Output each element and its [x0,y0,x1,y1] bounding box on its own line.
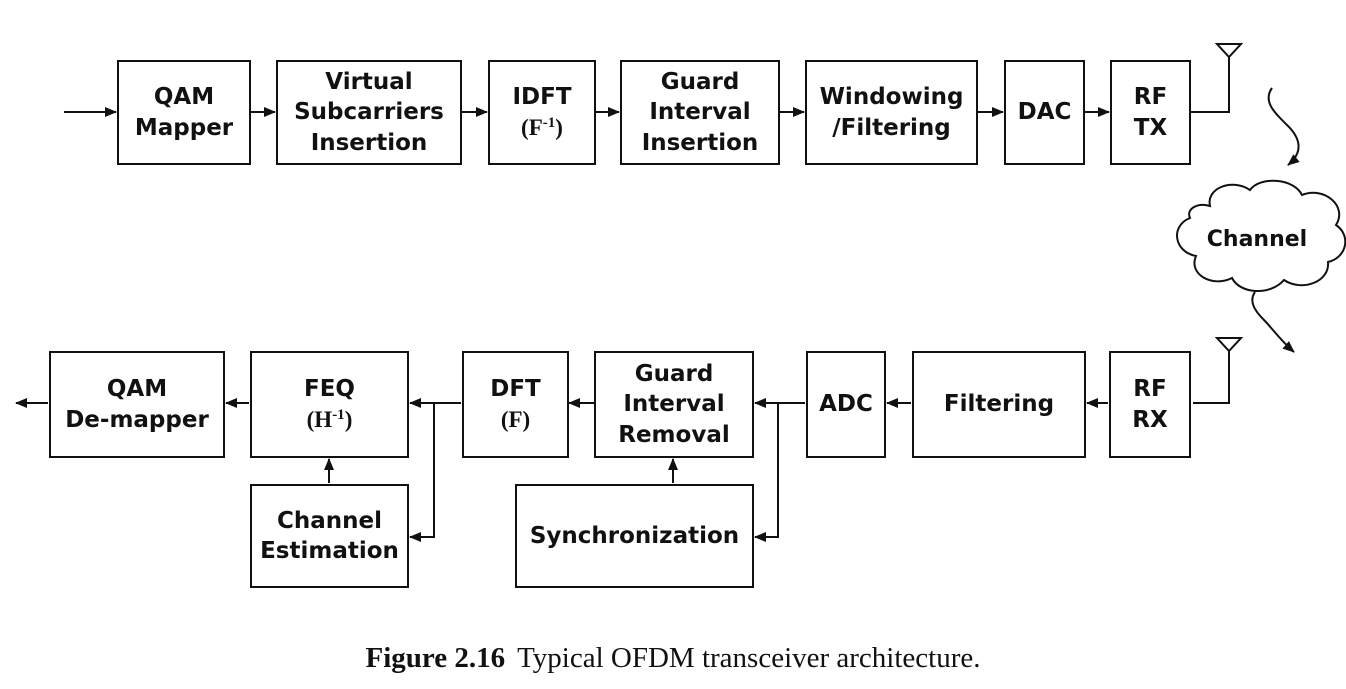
qam-demapper-line-2: De-mapper [65,406,209,433]
rf-rx-line-1: RF [1133,376,1167,403]
tx-antenna-icon [1214,43,1244,59]
caption-number: Figure 2.16 [365,642,506,674]
idft-formula-open: (F [521,114,543,140]
rf-rx-block: RF RX [1109,351,1191,458]
virtual-subcarriers-line-2: Subcarriers [294,99,444,126]
windowing-line-2: /Filtering [832,114,951,141]
qam-demapper-line-1: QAM [106,376,168,403]
qam-mapper-line-1: QAM [153,84,215,111]
synchronization-label: Synchronization [529,522,740,549]
virtual-subcarriers-line-3: Insertion [310,129,428,156]
rx-antenna-icon [1214,337,1244,353]
tx-wave-icon [1267,87,1300,166]
adc-block: ADC [806,351,886,458]
feq-exponent: -1 [332,406,345,423]
synchronization-block: Synchronization [515,484,754,588]
dft-block: DFT (F) [462,351,569,458]
channel-estimation-line-1: Channel [276,507,382,534]
idft-label: IDFT [512,84,572,111]
dft-label: DFT [490,376,541,403]
adc-label: ADC [819,391,873,418]
channel-label: Channel [1206,226,1308,252]
filtering-label: Filtering [943,391,1055,418]
virtual-subcarriers-block: Virtual Subcarriers Insertion [276,60,462,165]
rf-tx-line-1: RF [1133,84,1168,111]
rx-wave-icon [1251,291,1295,353]
guard-removal-line-2: Interval [623,391,725,418]
channel-estimation-line-2: Estimation [260,538,399,564]
caption-text: Typical OFDM transceiver architecture. [517,642,981,674]
guard-removal-line-1: Guard [634,360,714,387]
guard-insertion-block: Guard Interval Insertion [620,60,780,165]
qam-mapper-block: QAM Mapper [117,60,251,165]
virtual-subcarriers-line-1: Virtual [325,68,413,95]
feq-label: FEQ [304,376,355,403]
idft-formula-close: ) [555,114,563,140]
rf-rx-line-2: RX [1132,406,1168,433]
idft-block: IDFT (F-1) [488,60,596,165]
windowing-line-1: Windowing [819,84,964,111]
figure-caption: Figure 2.16 Typical OFDM transceiver arch… [0,642,1346,675]
qam-demapper-block: QAM De-mapper [49,351,225,458]
guard-insertion-line-3: Insertion [641,129,759,156]
guard-removal-line-3: Removal [618,421,730,448]
feq-formula: (H-1) [307,405,353,435]
filtering-block: Filtering [912,351,1086,458]
rf-tx-line-2: TX [1133,114,1168,141]
dft-formula: (F) [500,406,531,432]
arrow-adc-to-sync [754,403,779,542]
channel-cloud-icon [1176,179,1346,293]
feq-formula-open: (H [306,406,333,432]
idft-exponent: -1 [542,114,556,131]
channel-estimation-block: Channel Estimation [250,484,409,588]
rf-tx-block: RF TX [1110,60,1191,165]
guard-insertion-line-2: Interval [649,99,751,126]
windowing-block: Windowing /Filtering [805,60,978,165]
guard-removal-block: Guard Interval Removal [594,351,754,458]
feq-formula-close: ) [344,406,353,432]
rx-antenna-feed [1193,351,1230,404]
dac-block: DAC [1004,60,1085,165]
feq-block: FEQ (H-1) [250,351,409,458]
guard-insertion-line-1: Guard [660,68,740,95]
qam-mapper-line-2: Mapper [134,114,234,141]
dac-label: DAC [1017,99,1072,126]
idft-formula: (F-1) [521,113,563,143]
arrow-dft-to-estimation [409,403,435,542]
tx-antenna-feed [1191,57,1230,113]
